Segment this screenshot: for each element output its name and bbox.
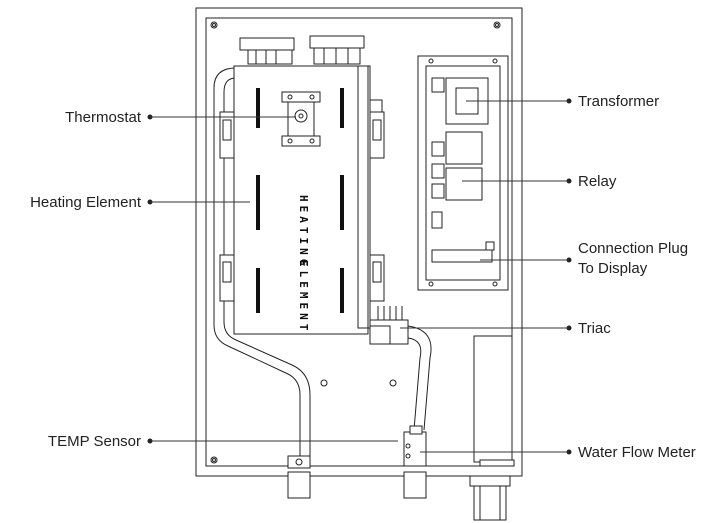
- label-triac: Triac: [578, 320, 611, 337]
- triac: [369, 306, 432, 431]
- label-connection-plug-line1: Connection Plug: [578, 240, 688, 257]
- label-temp-sensor: TEMP Sensor: [48, 433, 141, 450]
- side-box: [473, 335, 515, 467]
- label-connection-plug-line2: To Display: [578, 260, 648, 277]
- relay: [445, 131, 483, 201]
- leader-lines: [147, 98, 572, 455]
- terminal-blocks: [239, 35, 365, 65]
- label-heating-element: Heating Element: [30, 194, 142, 211]
- water-pipe: [213, 67, 427, 499]
- label-water-flow-meter: Water Flow Meter: [578, 444, 696, 461]
- water-flow-meter: [403, 425, 427, 467]
- label-thermostat: Thermostat: [65, 109, 142, 126]
- element-text: ELEMENT: [297, 260, 310, 334]
- label-relay: Relay: [578, 173, 617, 190]
- cable-gland: [469, 475, 511, 521]
- label-transformer: Transformer: [578, 93, 659, 110]
- thermostat: [281, 91, 321, 147]
- heating-text: HEATING: [297, 195, 310, 269]
